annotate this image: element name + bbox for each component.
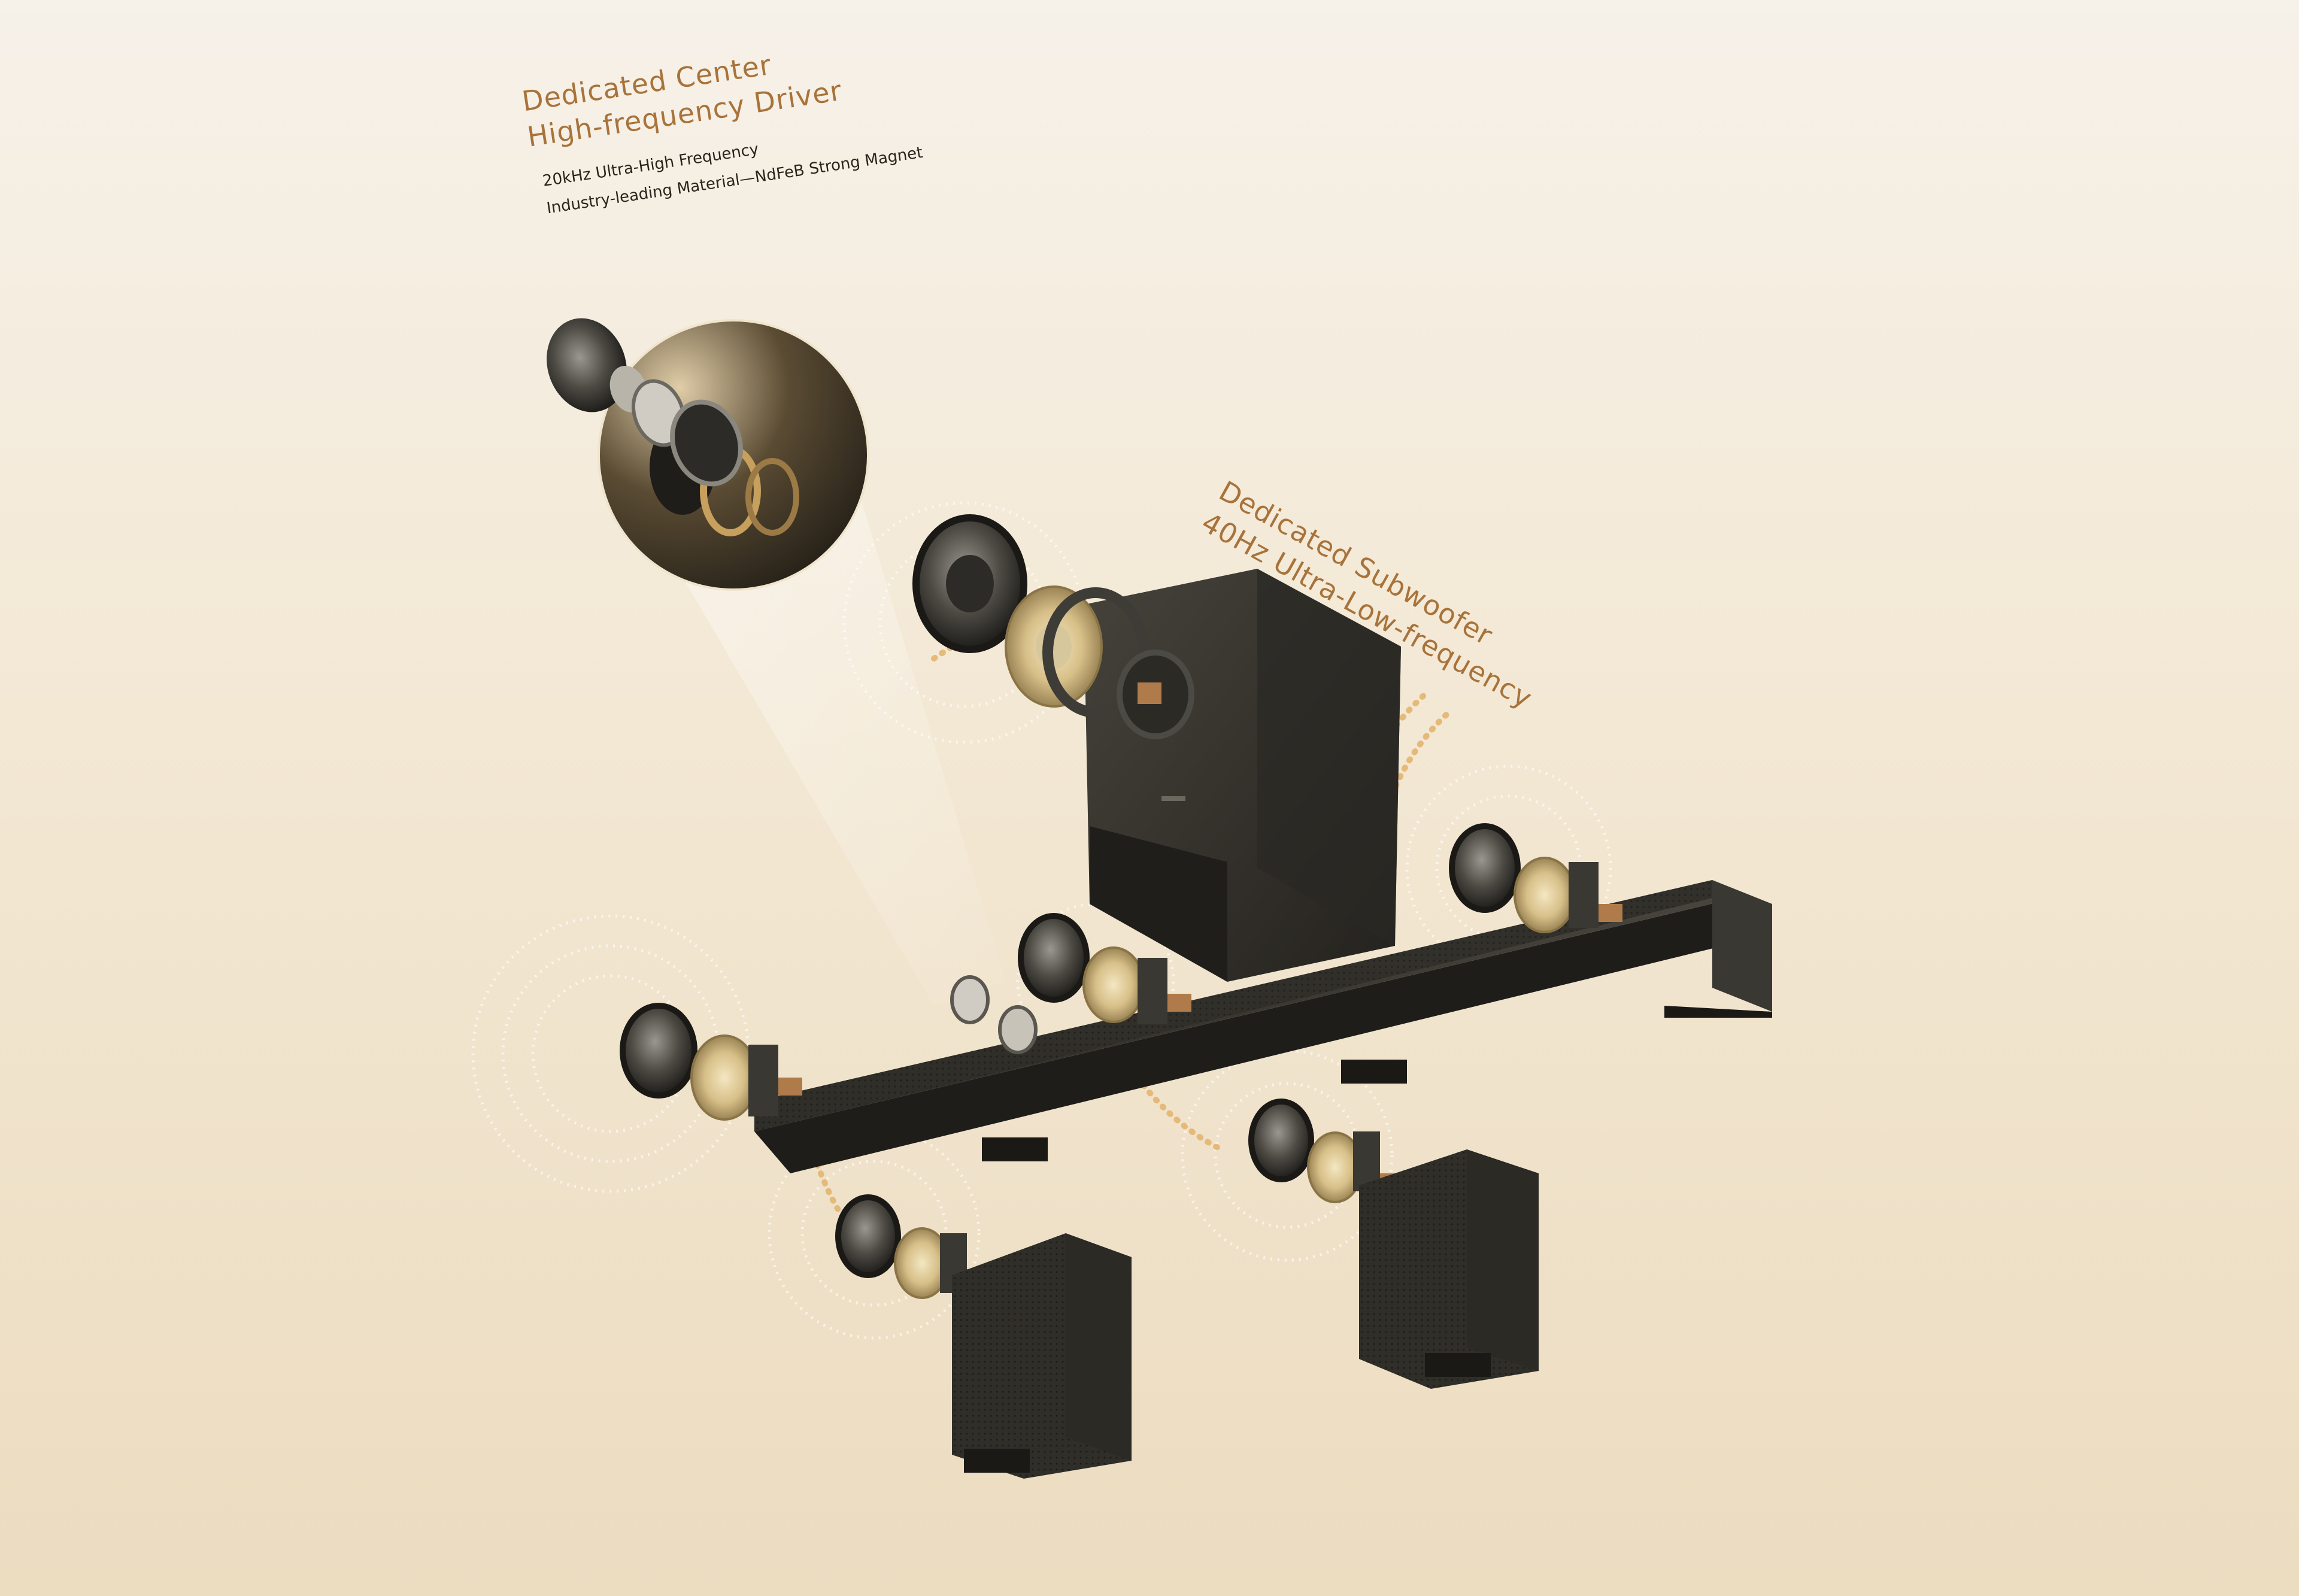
subwoofer (1084, 569, 1401, 982)
tweeter-exploded (547, 318, 743, 487)
center-driver-exploded (950, 913, 1191, 1054)
rear-right-satellite (1248, 1099, 1539, 1389)
right-driver-exploded (1449, 823, 1622, 933)
rear-left-satellite (835, 1194, 1132, 1479)
soundbar (754, 880, 1772, 1173)
left-driver-exploded (620, 1003, 802, 1121)
subwoofer-driver-exploded (912, 514, 1194, 739)
subwoofer-logo (1161, 796, 1185, 801)
